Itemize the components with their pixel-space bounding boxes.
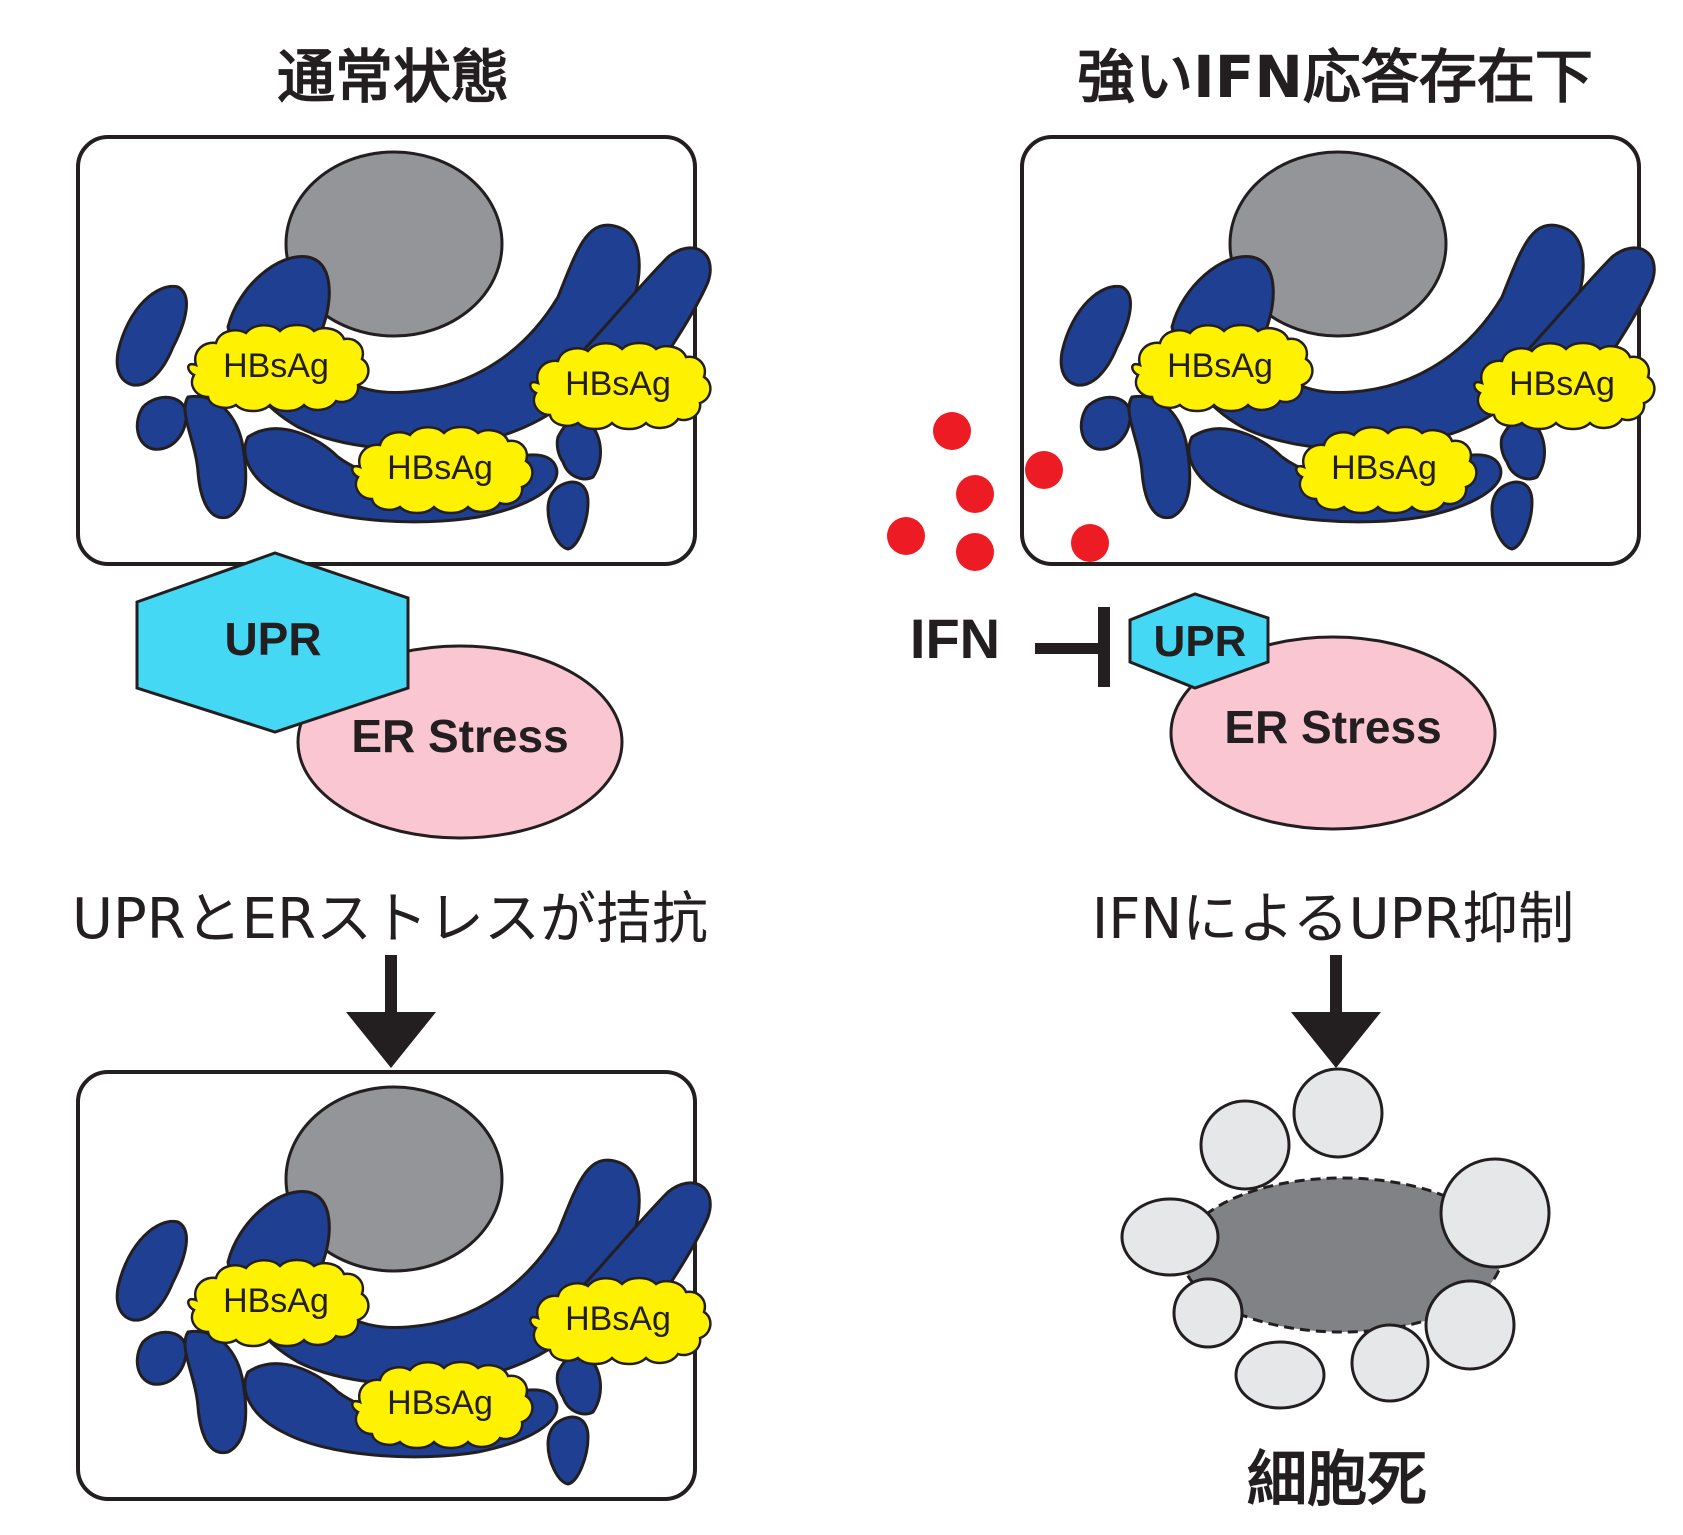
- hbsag-label: HBsAg: [565, 1300, 671, 1338]
- cell-normal-top: HBsAg HBsAg HBsAg: [76, 135, 712, 566]
- cell-death-label: 細胞死: [1247, 1445, 1427, 1515]
- ifn-molecules: [887, 412, 1109, 571]
- er-stress-label: ER Stress: [351, 710, 568, 762]
- apoptotic-body: [1120, 1067, 1551, 1410]
- er-stress-label: ER Stress: [1224, 701, 1441, 753]
- ifn-label: IFN: [910, 607, 1000, 670]
- upr-hexagon-small: [1128, 592, 1270, 690]
- upr-label: UPR: [1154, 617, 1247, 666]
- inhibition-symbol: [1035, 607, 1110, 687]
- upr-hexagon: [135, 551, 410, 734]
- down-arrow: [346, 955, 436, 1068]
- ifn-dot: [1025, 451, 1063, 489]
- hbsag-label: HBsAg: [387, 1384, 493, 1422]
- left-result-caption: UPRとERストレスが拮抗: [72, 887, 708, 952]
- ifn-dot: [887, 517, 925, 555]
- right-result-caption: IFNによるUPR抑制: [1092, 887, 1575, 952]
- nucleus: [284, 150, 504, 338]
- nucleus: [284, 1085, 504, 1273]
- cell-normal-bottom: HBsAg HBsAg HBsAg: [76, 1070, 712, 1501]
- hbsag-label: HBsAg: [387, 449, 493, 487]
- left-title: 通常状態: [277, 43, 509, 111]
- ifn-dot: [933, 412, 971, 450]
- cell-ifn-top: HBsAg HBsAg HBsAg: [1020, 135, 1656, 566]
- dead-cell: [1120, 1067, 1551, 1410]
- down-arrow: [1291, 955, 1381, 1068]
- upr-label: UPR: [224, 613, 321, 665]
- hbsag-label: HBsAg: [223, 1282, 329, 1320]
- ifn-dot: [956, 533, 994, 571]
- hbsag-label: HBsAg: [223, 347, 329, 385]
- ifn-dot: [1071, 524, 1109, 562]
- er-stress-ellipse: [1169, 635, 1497, 831]
- hbsag-label: HBsAg: [1331, 449, 1437, 487]
- hbsag-label: HBsAg: [1167, 347, 1273, 385]
- nucleus: [1228, 150, 1448, 338]
- hbsag-label: HBsAg: [565, 365, 671, 403]
- hbsag-label: HBsAg: [1509, 365, 1615, 403]
- right-title: 強いIFN応答存在下: [1077, 43, 1593, 111]
- ifn-dot: [956, 475, 994, 513]
